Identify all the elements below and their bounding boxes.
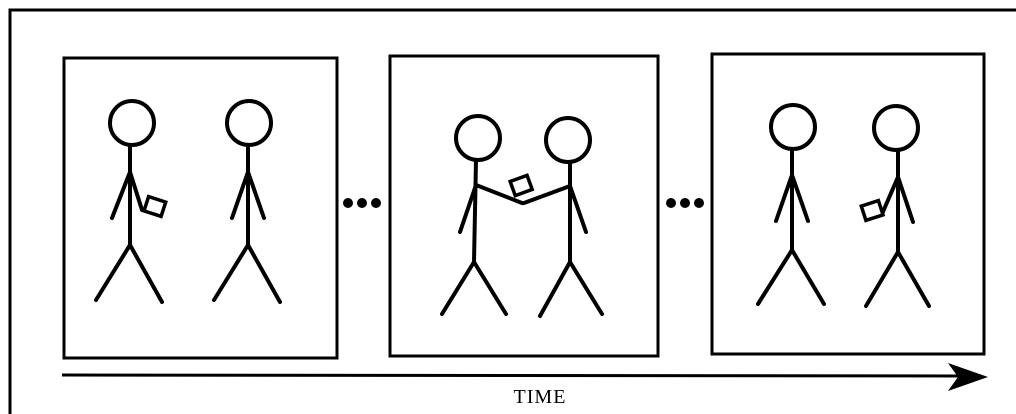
stick-figure-right bbox=[212, 99, 282, 304]
stick-figure-left bbox=[440, 114, 524, 316]
ellipsis-separator bbox=[666, 198, 704, 208]
stick-figure-right bbox=[522, 116, 604, 318]
outer-frame bbox=[8, 8, 1016, 414]
stick-figure-left bbox=[94, 99, 164, 304]
handheld-object bbox=[507, 173, 535, 198]
time-arrow bbox=[61, 363, 988, 391]
handheld-object bbox=[141, 194, 168, 219]
panel-before bbox=[62, 56, 339, 360]
stick-figure-left bbox=[756, 103, 826, 306]
panel-frame bbox=[388, 54, 660, 358]
panel-exchange bbox=[388, 54, 660, 358]
handheld-object bbox=[859, 198, 886, 223]
panel-frame bbox=[62, 56, 339, 360]
panel-frame bbox=[710, 52, 986, 356]
stick-figure-right bbox=[864, 104, 931, 308]
time-axis-label: TIME bbox=[513, 386, 567, 408]
panel-after bbox=[710, 52, 986, 356]
ellipsis-separator bbox=[343, 198, 381, 208]
